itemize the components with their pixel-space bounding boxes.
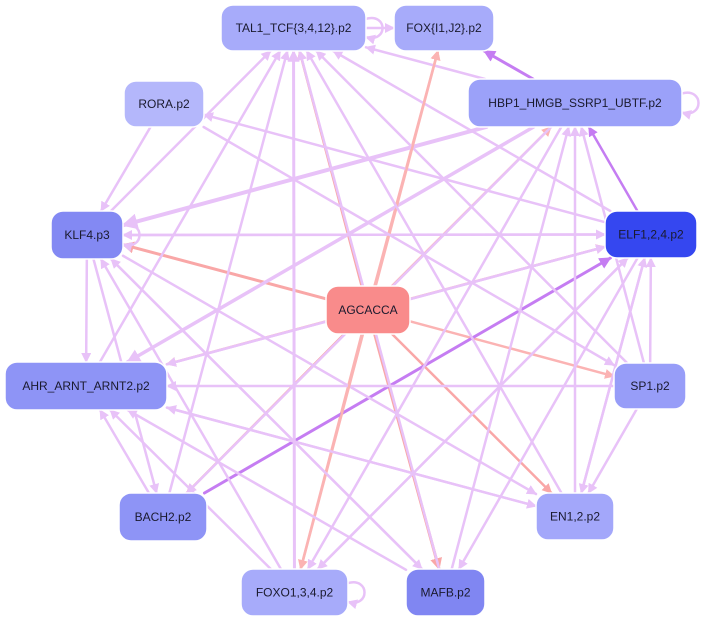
node-box-en1 [535, 492, 615, 541]
edge-rora-to-klf4 [99, 125, 152, 213]
node-label-fox: FOX{I1,J2}.p2 [406, 21, 482, 35]
node-box-hbp1 [467, 78, 683, 128]
node-box-fox [393, 4, 495, 52]
edge-rora-to-sp1 [202, 125, 616, 367]
edge-en1-to-tal1 [305, 49, 563, 495]
node-klf4: KLF4.p3 [50, 210, 124, 260]
node-layer: AGCACCA TAL1_TCF{3,4,12}.p2 FOX{I1,J2}.p2H… [4, 4, 698, 617]
edge-bach2-to-tal1 [168, 49, 290, 495]
edge-hbp1-to-klf4 [121, 125, 489, 230]
edge-foxo-to-ahr [108, 408, 273, 571]
edge-bach2-to-elf1 [202, 256, 612, 495]
node-box-sp1 [613, 362, 687, 410]
node-label-agcacca: AGCACCA [338, 303, 397, 317]
node-hbp1: HBP1_HMGB_SSRP1_UBTF.p2 [467, 78, 683, 128]
node-foxo: FOXO1,3,4.p2 [240, 568, 349, 617]
edge-en1-to-elf1 [580, 256, 648, 495]
self-loop-hbp1 [681, 91, 700, 120]
edge-mafb-to-ahr [126, 408, 408, 572]
node-ahr: AHR_ARNT_ARNT2.p2 [4, 361, 168, 411]
self-loop-klf4 [122, 223, 141, 252]
edge-mafb-to-klf4 [109, 257, 424, 571]
edge-hbp1-to-tal1 [364, 44, 487, 81]
edge-elf1-to-rora [202, 112, 607, 224]
node-fox: FOX{I1,J2}.p2 [393, 4, 495, 52]
node-sp1: SP1.p2 [613, 362, 687, 410]
node-box-bach2 [118, 492, 208, 542]
edge-klf4-to-en1 [121, 254, 538, 496]
edge-hbp1-to-foxo [306, 125, 563, 571]
node-label-rora: RORA.p2 [138, 97, 190, 111]
edge-klf4-to-ahr [81, 257, 92, 364]
edge-elf1-to-mafb [457, 256, 639, 571]
node-label-ahr: AHR_ARNT_ARNT2.p2 [22, 379, 150, 393]
edge-en1-to-ahr [165, 405, 538, 508]
node-label-sp1: SP1.p2 [630, 379, 670, 393]
node-box-elf1 [604, 210, 698, 259]
node-label-en1: EN1,2.p2 [550, 510, 600, 524]
node-label-mafb: MAFB.p2 [420, 586, 470, 600]
edge-hbp1-to-fox [482, 49, 535, 81]
edge-mafb-to-hbp1 [450, 125, 572, 571]
node-agcacca: AGCACCA [325, 285, 411, 335]
node-box-rora [123, 80, 205, 128]
node-rora: RORA.p2 [123, 80, 205, 128]
edge-elf1-to-hbp1 [587, 125, 639, 213]
node-box-foxo [240, 568, 349, 617]
node-label-foxo: FOXO1,3,4.p2 [256, 586, 334, 600]
edge-agcacca-to-klf4 [121, 241, 328, 301]
edge-hbp1-to-ahr [125, 125, 536, 364]
edge-sp1-to-elf1 [645, 256, 656, 365]
self-loop-tal1 [365, 16, 384, 45]
node-label-klf4: KLF4.p3 [64, 228, 110, 242]
node-box-mafb [405, 568, 486, 617]
edge-layer [81, 16, 700, 610]
edge-elf1-to-tal1 [332, 49, 612, 213]
self-loop-foxo [347, 581, 366, 610]
node-label-bach2: BACH2.p2 [135, 510, 192, 524]
edge-agcacca-to-sp1 [408, 320, 616, 379]
node-bach2: BACH2.p2 [118, 492, 208, 542]
node-tal1: TAL1_TCF{3,4,12}.p2 [220, 4, 367, 52]
node-elf1: ELF1,2,4.p2 [604, 210, 698, 259]
node-box-ahr [4, 361, 168, 411]
edge-bach2-to-ahr [98, 408, 151, 495]
edge-sp1-to-en1 [587, 407, 639, 495]
node-en1: EN1,2.p2 [535, 492, 615, 541]
node-box-agcacca [325, 285, 411, 335]
node-label-hbp1: HBP1_HMGB_SSRP1_UBTF.p2 [488, 96, 662, 110]
node-box-tal1 [220, 4, 367, 52]
node-box-klf4 [50, 210, 124, 260]
edge-foxo-to-tal1 [287, 49, 300, 571]
node-mafb: MAFB.p2 [405, 568, 486, 617]
node-label-elf1: ELF1,2,4.p2 [618, 228, 684, 242]
edge-klf4-to-tal1 [109, 49, 272, 213]
node-label-tal1: TAL1_TCF{3,4,12}.p2 [236, 21, 352, 35]
